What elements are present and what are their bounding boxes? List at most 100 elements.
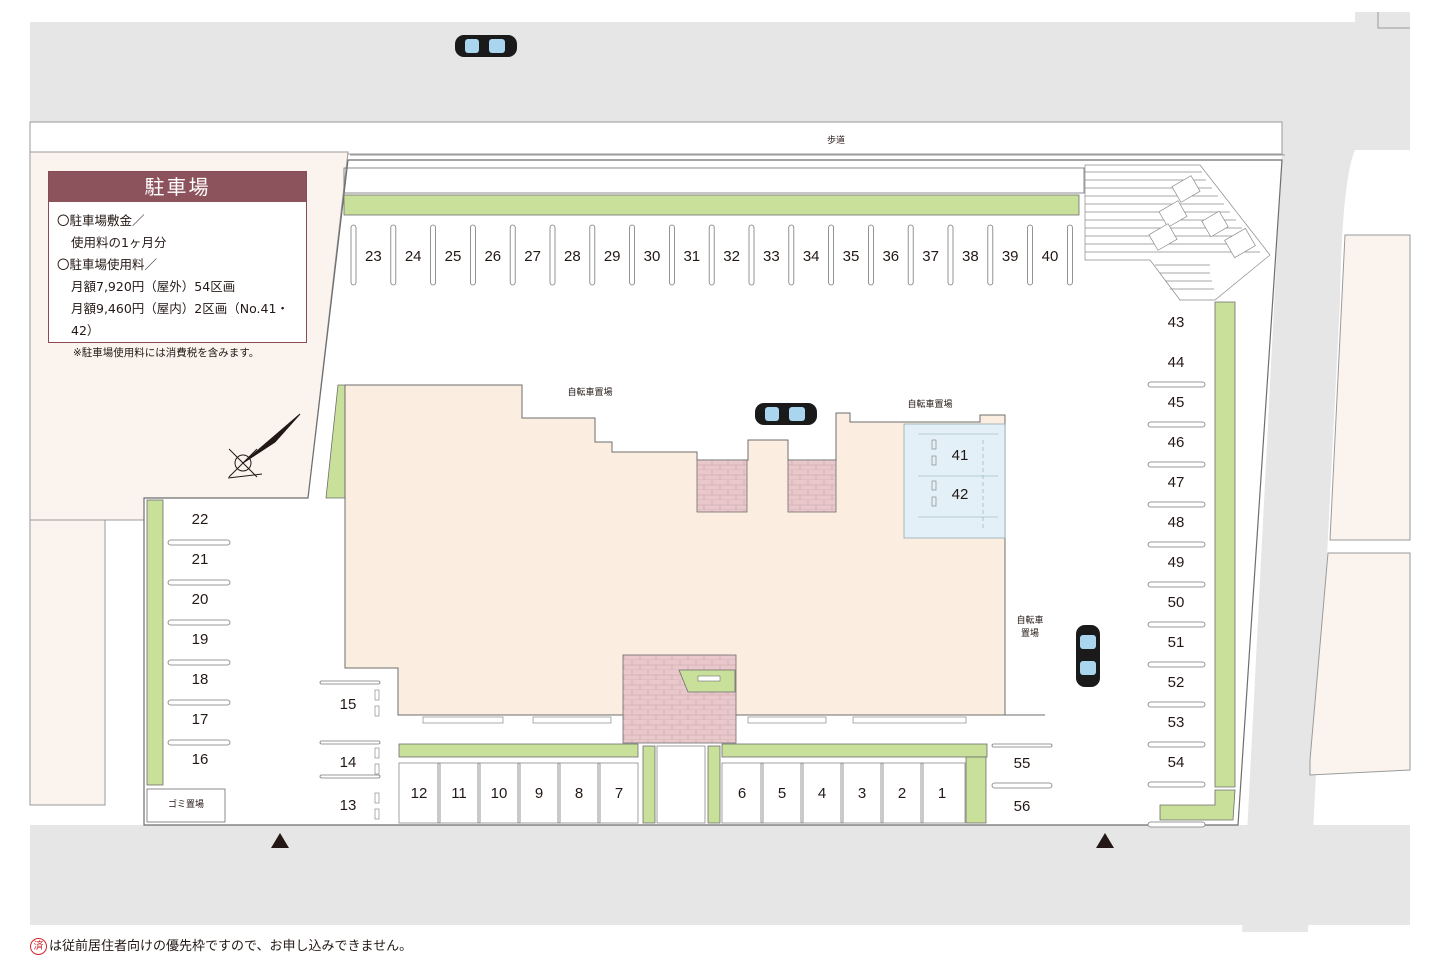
stall-divider-top — [947, 224, 954, 286]
legend-line-deposit: 〇駐車場敷金／ — [57, 213, 145, 228]
stall-divider-bottom-left — [597, 762, 601, 824]
space-number-54: 54 — [1168, 754, 1185, 771]
stall-divider-top — [549, 224, 556, 286]
legend-line-fee-outdoor: 月額7,920円（屋外）54区画 — [71, 279, 236, 294]
car-stop — [374, 792, 380, 804]
stall-divider-top — [748, 224, 755, 286]
stall-divider-bottom-left — [517, 762, 521, 824]
entrance-arrow-west — [271, 833, 289, 848]
brick-entrance-2 — [787, 459, 837, 513]
space-number-49: 49 — [1168, 554, 1185, 571]
space-number-22: 22 — [192, 511, 209, 528]
stall-divider-bottom-left — [477, 762, 481, 824]
space-number-47: 47 — [1168, 474, 1185, 491]
stall-divider-corner — [991, 743, 1053, 748]
space-number-13: 13 — [340, 797, 357, 814]
stall-divider-bottom-right — [800, 762, 804, 824]
space-number-23: 23 — [365, 248, 382, 265]
space-number-37: 37 — [922, 248, 939, 265]
space-number-40: 40 — [1042, 248, 1059, 265]
space-number-4: 4 — [818, 785, 826, 802]
stall-divider-top — [1027, 224, 1033, 286]
legend-line-fee: 〇駐車場使用料／ — [57, 257, 158, 272]
space-number-52: 52 — [1168, 674, 1185, 691]
space-number-11: 11 — [451, 785, 467, 802]
bike-parking-label-2: 自転車置場 — [907, 398, 952, 410]
space-number-28: 28 — [564, 248, 581, 265]
space-number-16: 16 — [192, 751, 209, 768]
garbage-label: ゴミ置場 — [168, 798, 204, 810]
bike-parking-label-3a: 自転車 — [1016, 614, 1043, 626]
stall-divider-left — [167, 579, 231, 586]
bike-parking-label-3b: 置場 — [1021, 627, 1039, 639]
green-strip-bottom-a — [398, 743, 639, 758]
stall-divider-top — [509, 224, 516, 286]
stall-divider-right — [1147, 581, 1206, 588]
space-number-2: 2 — [898, 785, 906, 802]
parking-legend: 駐車場 〇駐車場敷金／ 使用料の1ヶ月分 〇駐車場使用料／ 月額7,920円（屋… — [48, 171, 307, 359]
road-right — [1242, 12, 1410, 932]
space-number-48: 48 — [1168, 514, 1185, 531]
garbage-area — [146, 788, 226, 823]
stall-divider-top — [629, 224, 635, 286]
stall-divider-right — [1147, 781, 1206, 788]
space-number-9: 9 — [535, 785, 543, 802]
space-number-41: 41 — [952, 447, 969, 464]
space-number-1: 1 — [938, 785, 946, 802]
space-number-46: 46 — [1168, 434, 1185, 451]
stall-divider-bottom-right — [840, 762, 844, 824]
stall-divider-top — [788, 224, 795, 286]
stall-divider-bottom-right — [760, 762, 764, 824]
stall-divider-right — [1147, 381, 1206, 388]
space-number-31: 31 — [683, 248, 700, 265]
stall-divider-right — [1147, 701, 1206, 708]
space-number-20: 20 — [192, 591, 209, 608]
stall-divider-corner — [991, 782, 1053, 789]
footer-note: 済は従前居住者向けの優先枠ですので、お申し込みできません。 — [30, 935, 412, 955]
stall-divider-top — [987, 224, 994, 286]
car-icon-top — [455, 35, 517, 57]
space-number-21: 21 — [192, 551, 209, 568]
stall-divider-top — [469, 224, 476, 286]
green-strip-right — [1214, 301, 1236, 788]
stall-divider-right — [1147, 421, 1206, 428]
car-stop — [374, 705, 380, 717]
stall-divider-bottom-right — [880, 762, 884, 824]
road-bottom — [30, 825, 1410, 925]
green-strip-top — [343, 194, 1080, 216]
space-number-25: 25 — [445, 248, 462, 265]
space-number-15: 15 — [340, 696, 357, 713]
car-stop — [374, 689, 380, 701]
stall-divider-mid — [319, 680, 381, 685]
space-number-53: 53 — [1168, 714, 1185, 731]
space-number-33: 33 — [763, 248, 780, 265]
bike-parking-label-1: 自転車置場 — [567, 386, 612, 398]
stall-divider-left — [167, 659, 231, 666]
stall-divider-right — [1147, 541, 1206, 548]
stall-divider-top — [350, 224, 357, 286]
space-number-56: 56 — [1014, 798, 1031, 815]
space-number-5: 5 — [778, 785, 786, 802]
space-number-42: 42 — [952, 486, 969, 503]
neighbor-lot-e1 — [1329, 234, 1411, 541]
neighbor-lot-e2 — [1309, 552, 1411, 776]
stall-divider-top — [907, 224, 914, 286]
stall-lines — [167, 224, 1206, 828]
legend-note: ※駐車場使用料には消費税を含みます。 — [73, 347, 260, 359]
space-number-8: 8 — [575, 785, 583, 802]
space-number-44: 44 — [1168, 354, 1185, 371]
stall-divider-left — [167, 619, 231, 626]
green-strip-left — [146, 499, 164, 786]
space-number-17: 17 — [192, 711, 209, 728]
space-number-50: 50 — [1168, 594, 1185, 611]
brick-entrance-1 — [696, 459, 748, 513]
stall-divider-top — [868, 224, 874, 286]
green-strip-corner — [1159, 789, 1236, 821]
stall-divider-top — [828, 224, 834, 286]
stall-divider-left — [167, 699, 231, 706]
stall-divider-right — [1147, 621, 1206, 628]
space-number-55: 55 — [1014, 755, 1031, 772]
sidewalk — [29, 121, 1283, 155]
entrance-arrow-east — [1096, 833, 1114, 848]
